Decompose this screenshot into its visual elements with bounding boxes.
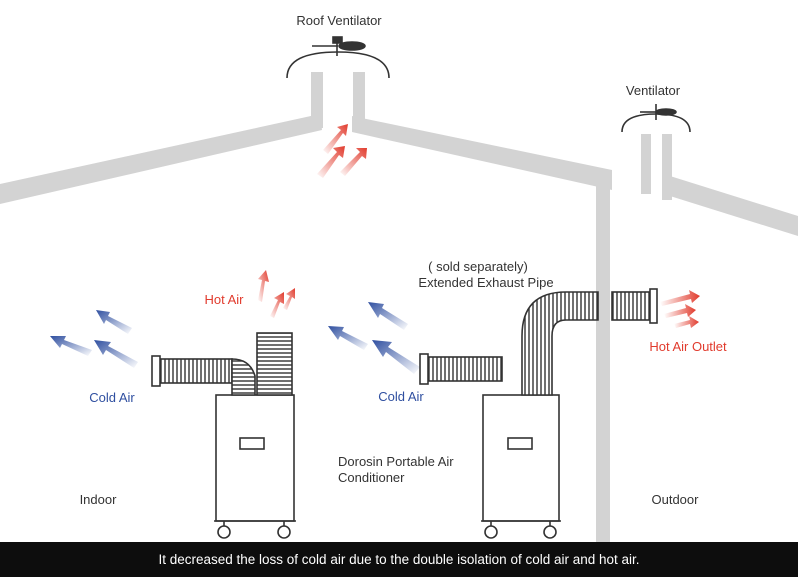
caption-bar: It decreased the loss of cold air due to… <box>0 542 798 577</box>
outer-wall <box>596 182 610 542</box>
hot-arrow <box>664 304 696 318</box>
hot-arrow <box>258 270 269 302</box>
hot-arrow <box>323 124 348 154</box>
roof-right-outer <box>670 176 798 236</box>
hose-left <box>157 358 233 384</box>
hot-air-label: Hot Air <box>204 292 244 307</box>
cold-arrow <box>94 340 138 368</box>
outdoor-label: Outdoor <box>652 492 700 507</box>
hot-air-outlet-arrows <box>660 290 700 328</box>
wall-ventilator <box>621 104 691 133</box>
cold-air-label-right: Cold Air <box>378 389 424 404</box>
sold-separately-label: ( sold separately) <box>428 259 528 274</box>
cold-air-arrows <box>50 302 420 374</box>
hose-right-intake <box>425 356 503 382</box>
ac-body-left <box>215 394 295 522</box>
cold-arrow <box>50 336 92 356</box>
cold-arrow <box>328 326 368 350</box>
roof-vent-shaft-left <box>311 72 323 128</box>
hot-arrow <box>317 146 345 178</box>
ac-unit-left <box>151 332 296 539</box>
building-structure <box>0 72 798 542</box>
cold-arrow <box>368 302 408 330</box>
wall-vent-shaft-left <box>641 134 651 194</box>
roof-vent-shaft-right <box>353 72 365 130</box>
product-name-line2: Conditioner <box>338 470 405 485</box>
product-name-line1: Dorosin Portable Air <box>338 454 454 469</box>
ventilation-diagram: Roof Ventilator Ventilator Hot Air Cold … <box>0 13 798 542</box>
ac-panel-left <box>239 437 265 450</box>
extended-exhaust-pipe <box>521 291 599 396</box>
cold-arrow <box>372 340 420 374</box>
hot-air-outlet-label: Hot Air Outlet <box>649 339 727 354</box>
hot-arrow <box>674 316 699 328</box>
hot-arrow <box>283 288 295 310</box>
cold-air-label-left: Cold Air <box>89 390 135 405</box>
hot-arrow <box>340 148 367 176</box>
wheel <box>217 525 231 539</box>
indoor-label: Indoor <box>80 492 118 507</box>
wall-vent-shaft-right <box>662 134 672 200</box>
wheel <box>277 525 291 539</box>
roof-left-slope <box>0 114 322 204</box>
wheel <box>484 525 498 539</box>
ac-unit-right <box>419 288 658 539</box>
hot-arrow <box>660 290 700 306</box>
exhaust-outlet <box>611 291 653 321</box>
exhaust-vent-left <box>256 332 293 396</box>
roof-right-slope <box>352 116 612 190</box>
wheel <box>543 525 557 539</box>
ac-panel-right <box>507 437 533 450</box>
ventilator-label: Ventilator <box>626 83 681 98</box>
roof-ventilator <box>286 36 390 79</box>
cold-arrow <box>96 310 132 334</box>
ac-body-right <box>482 394 560 522</box>
labels: Roof Ventilator Ventilator Hot Air Cold … <box>80 13 727 507</box>
hot-arrow <box>270 292 284 318</box>
extended-exhaust-pipe-label: Extended Exhaust Pipe <box>418 275 553 290</box>
hot-air-arrows <box>258 124 367 318</box>
roof-ventilator-label: Roof Ventilator <box>296 13 382 28</box>
caption-text: It decreased the loss of cold air due to… <box>158 552 640 567</box>
